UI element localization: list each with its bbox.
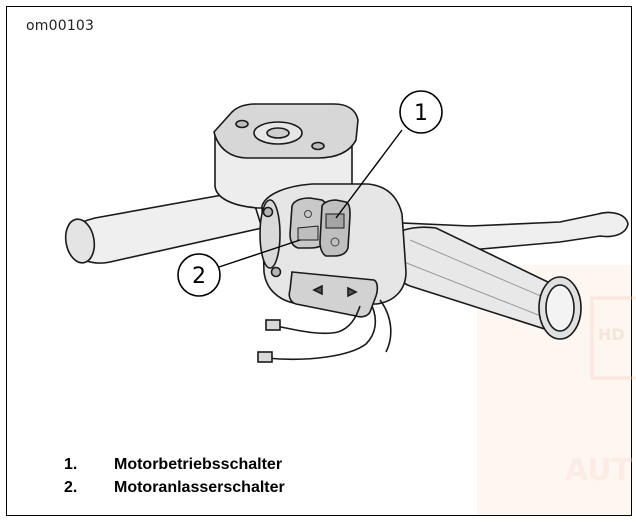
- legend-item: 2. Motoranlasserschalter: [64, 476, 285, 499]
- engine-start-button: [289, 197, 329, 249]
- watermark-logo: HD AUT: [565, 296, 636, 488]
- legend: 1. Motorbetriebsschalter 2. Motoranlasse…: [64, 453, 285, 499]
- legend-number: 1.: [64, 455, 78, 473]
- legend-number: 2.: [64, 478, 78, 496]
- callout-2-label: 2: [192, 264, 206, 289]
- turn-signal-switch: [288, 271, 379, 318]
- engine-run-switch: [319, 199, 351, 257]
- figure-id: om00103: [26, 18, 95, 34]
- watermark-logo-text: HD: [598, 325, 625, 344]
- legend-label: Motoranlasserschalter: [114, 478, 285, 496]
- legend-item: 1. Motorbetriebsschalter: [64, 453, 285, 476]
- callout-1: 1: [335, 90, 443, 219]
- legend-label: Motorbetriebsschalter: [114, 455, 283, 473]
- callout-2: 2: [177, 239, 301, 297]
- callout-1-label: 1: [414, 101, 428, 126]
- switch-housing: [259, 183, 407, 318]
- watermark-text: AUT: [565, 453, 633, 488]
- wires: [257, 299, 392, 363]
